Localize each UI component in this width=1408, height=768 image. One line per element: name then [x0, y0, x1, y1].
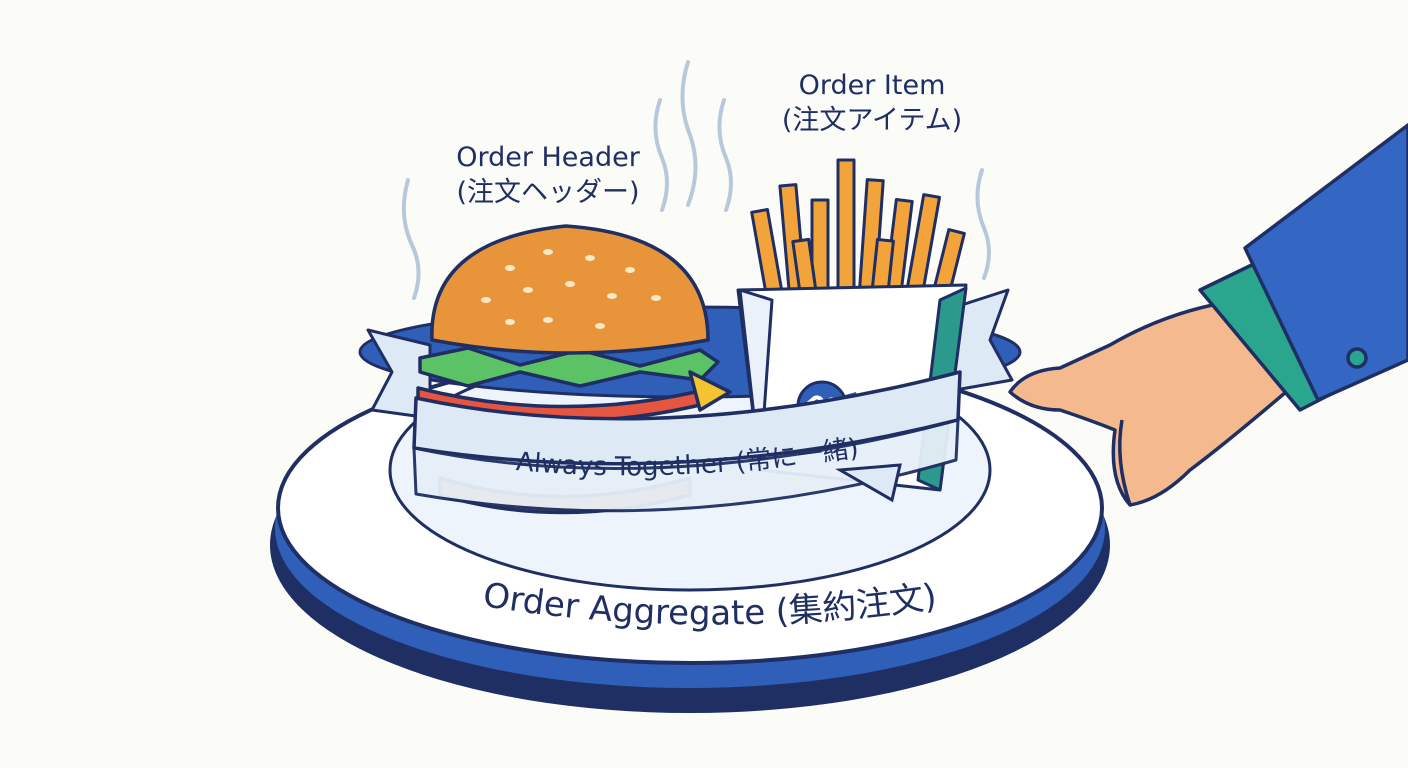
order-header-title: Order Header — [456, 142, 640, 173]
steam-icon — [401, 60, 991, 300]
order-header-subtitle: (注文ヘッダー) — [456, 177, 640, 209]
order-item-title: Order Item — [798, 70, 946, 101]
order-item-label: Order Item (注文アイテム) — [782, 68, 962, 138]
order-item-subtitle: (注文アイテム) — [781, 105, 963, 137]
hand-icon — [1008, 123, 1408, 507]
always-together-band: Always Together (常に一緒) — [412, 370, 962, 513]
order-header-label: Order Header (注文ヘッダー) — [456, 140, 640, 210]
